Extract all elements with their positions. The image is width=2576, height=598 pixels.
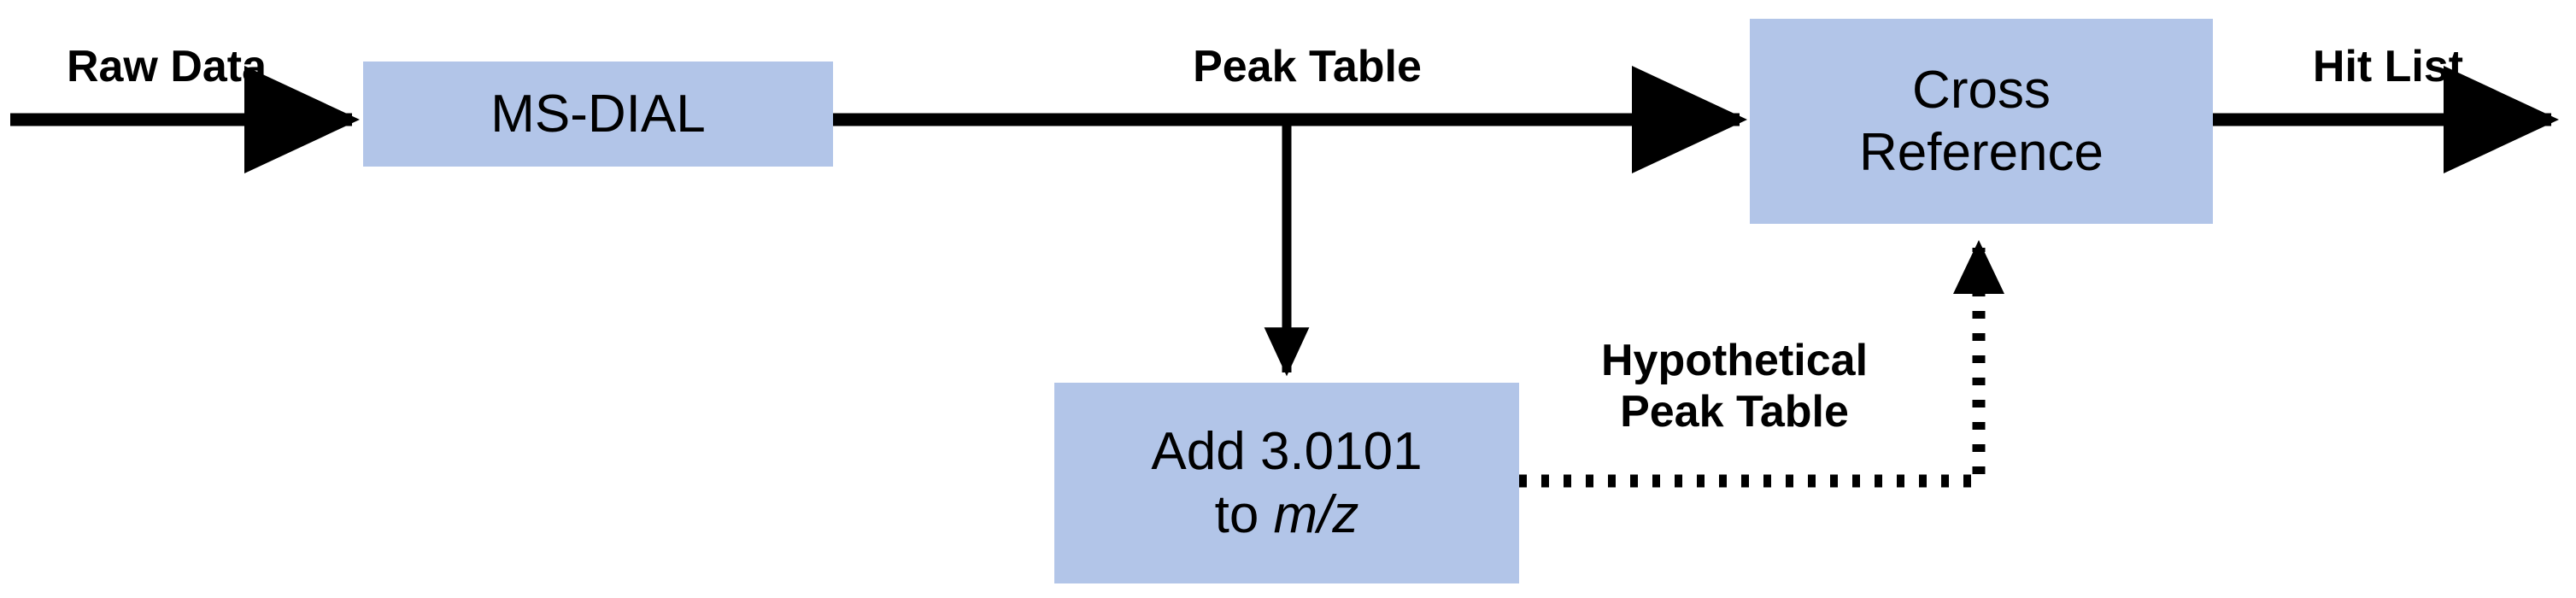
- edge-label-hit-list: Hit List: [2221, 41, 2555, 92]
- node-add-mz-line2: to m/z: [1215, 484, 1359, 546]
- node-add-mz-line2-prefix: to: [1214, 484, 1274, 544]
- edge-label-hit-list-line1: Hit List: [2312, 42, 2464, 91]
- edge-label-raw-data: Raw Data: [0, 41, 333, 92]
- node-cross-reference-line2: Reference: [1858, 123, 2104, 182]
- node-add-mz-line1: Add 3.0101: [1151, 422, 1423, 482]
- edge-label-hypothetical-line2: Peak Table: [1620, 387, 1849, 437]
- node-add-mz[interactable]: Add 3.0101 to m/z: [1054, 383, 1519, 583]
- edge-label-peak-table-line1: Peak Table: [1193, 42, 1422, 91]
- node-add-mz-unit: m/z: [1273, 484, 1359, 544]
- node-ms-dial[interactable]: MS-DIAL: [363, 62, 833, 167]
- edge-label-hypothetical-line1: Hypothetical: [1600, 336, 1869, 385]
- node-cross-reference[interactable]: Cross Reference: [1750, 19, 2213, 224]
- node-cross-reference-line1: Cross: [1912, 60, 2051, 120]
- edge-label-hypothetical-peak-table: Hypothetical Peak Table: [1542, 335, 1927, 438]
- edge-label-peak-table: Peak Table: [1136, 41, 1478, 92]
- edge-label-raw-data-line1: Raw Data: [66, 42, 267, 91]
- node-ms-dial-label: MS-DIAL: [490, 84, 706, 144]
